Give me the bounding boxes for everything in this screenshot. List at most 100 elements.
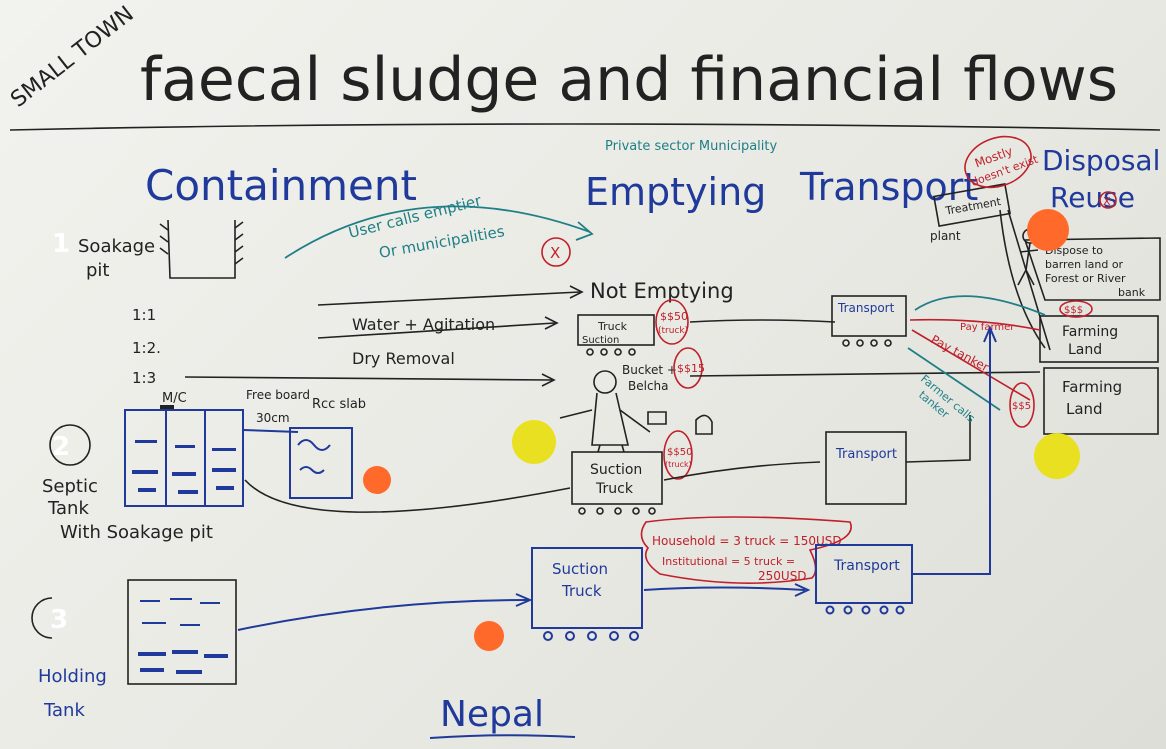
cost-suction-sub: (truck) bbox=[665, 460, 692, 469]
cost-sss-bubble bbox=[1059, 300, 1093, 318]
x-mark-circle bbox=[541, 237, 571, 267]
farming-land-1-box bbox=[1039, 315, 1159, 363]
disposal-x-circle bbox=[1099, 191, 1117, 209]
cost-bucket-bubble bbox=[673, 347, 703, 389]
septic-baffles-icon bbox=[165, 410, 206, 506]
soakage-pit-icon bbox=[167, 219, 236, 279]
row-number-3: 3 bbox=[50, 605, 68, 635]
suction-truck-2-wheels-icon bbox=[578, 507, 656, 515]
arrow-holding-to-suction bbox=[237, 599, 529, 631]
header-emptying: Emptying bbox=[585, 170, 766, 214]
transport-2-icon bbox=[825, 431, 907, 505]
disposal-x-text: X bbox=[1103, 195, 1111, 208]
pay-farmer-text: Pay farmer bbox=[960, 322, 1015, 333]
person-body-icon bbox=[1017, 242, 1039, 286]
user-calls-arrow bbox=[284, 205, 591, 259]
arrow-bucket-to-farm bbox=[689, 371, 1041, 377]
row-number-2: 2 bbox=[52, 432, 70, 462]
cost-suction-value: $$50 bbox=[667, 447, 692, 458]
small-truck-suction-label: Suction bbox=[582, 335, 619, 346]
yellow-dot-reuse bbox=[1034, 433, 1080, 479]
arrowhead-dry-removal-icon bbox=[541, 373, 556, 387]
farming-land-2-box bbox=[1043, 367, 1159, 435]
suction-truck-2-line2: Truck bbox=[595, 481, 634, 497]
row2-label-line3: With Soakage pit bbox=[60, 522, 213, 543]
transport-2-label: Transport bbox=[835, 447, 897, 462]
freeboard-label: Free board bbox=[246, 388, 310, 402]
freeboard-value: 30cm bbox=[256, 411, 290, 425]
teal-return-arrow bbox=[914, 295, 1046, 316]
water-agitation-text: Water + Agitation bbox=[352, 315, 495, 334]
arrow-not-emptying bbox=[317, 291, 581, 306]
suction-truck-3-line2: Truck bbox=[561, 582, 602, 600]
septic-mh-label: M/C bbox=[162, 391, 187, 406]
row1-label-line2: pit bbox=[86, 260, 109, 281]
soakage-pit-gravel-icon bbox=[297, 439, 331, 474]
header-containment: Containment bbox=[145, 161, 417, 210]
footer-location: Nepal bbox=[440, 694, 544, 735]
arrowhead-holding-icon bbox=[515, 593, 533, 607]
bucket-text: Bucket + bbox=[622, 363, 677, 377]
mostly-bubble bbox=[964, 135, 1032, 189]
small-truck-label: Truck bbox=[597, 320, 628, 333]
treatment-plant-box bbox=[933, 183, 1011, 227]
arrow-transport3-up bbox=[912, 330, 991, 575]
header-reuse: Reuse bbox=[1050, 181, 1135, 214]
ratio-2: 1:2. bbox=[132, 339, 161, 357]
suction-truck-3-wheels-icon bbox=[543, 631, 639, 641]
arrow-truck-to-transport bbox=[689, 319, 836, 323]
arrowhead-transport3-icon bbox=[983, 325, 997, 343]
cost-sss-value: $$$ bbox=[1064, 305, 1083, 316]
transport-3-label: Transport bbox=[833, 558, 900, 574]
row-number-1: 1 bbox=[52, 229, 70, 259]
arrow-septic-to-suction bbox=[244, 479, 571, 513]
small-truck-wheels-icon bbox=[586, 348, 636, 356]
corner-note: SMALL TOWN bbox=[6, 2, 138, 113]
pay-farmer-arrow bbox=[909, 318, 1041, 331]
transport-3-wheels-icon bbox=[825, 605, 905, 615]
septic-sludge-icon bbox=[132, 440, 236, 494]
worker-body-icon bbox=[559, 392, 651, 453]
row3-label-line2: Tank bbox=[43, 700, 85, 721]
arrowhead-water-agitation-icon bbox=[544, 316, 559, 330]
orange-dot-emptying bbox=[474, 621, 504, 651]
disposal-line2: barren land or bbox=[1045, 258, 1124, 271]
diagram-title: faecal sludge and financial flows bbox=[140, 45, 1118, 115]
row1-label-line1: Soakage bbox=[78, 236, 155, 257]
orange-dot-containment bbox=[363, 466, 391, 494]
soakage-pit-hatch-icon bbox=[159, 221, 244, 265]
transport-1-label: Transport bbox=[837, 301, 895, 315]
not-emptying-text: Not Emptying bbox=[590, 279, 734, 303]
cost-cloud-bubble bbox=[640, 516, 852, 584]
dry-removal-text: Dry Removal bbox=[352, 349, 455, 368]
disposal-line4: bank bbox=[1118, 286, 1146, 299]
row3-label-line1: Holding bbox=[38, 666, 107, 687]
header-emptying-note: Private sector Municipality bbox=[605, 139, 778, 154]
farmer-calls-arrow bbox=[907, 347, 1001, 411]
arrowhead-suction3-icon bbox=[794, 583, 811, 597]
arrow-water-agitation bbox=[317, 322, 556, 339]
x-mark-text: X bbox=[550, 244, 560, 262]
cost-ss5-bubble bbox=[1009, 382, 1035, 428]
footer-underline bbox=[429, 734, 576, 739]
holding-tank-sludge-icon bbox=[138, 598, 228, 674]
arrow-transport2-up bbox=[905, 415, 971, 463]
household-cost-text: Household = 3 truck = 150USD bbox=[652, 534, 842, 548]
holding-tank-icon bbox=[127, 579, 237, 685]
ratio-1: 1:1 bbox=[132, 306, 156, 324]
row2-label-line2: Tank bbox=[47, 498, 89, 519]
suction-truck-3-line1: Suction bbox=[552, 560, 608, 578]
cost-suction-bubble bbox=[663, 430, 693, 480]
belcha-text: Belcha bbox=[628, 379, 669, 393]
user-calls-arrowhead-icon bbox=[575, 221, 594, 241]
suction-truck-3-icon bbox=[531, 547, 643, 629]
cost-bucket-value: $$15 bbox=[677, 362, 705, 375]
arrow-dry-removal bbox=[184, 376, 553, 381]
arrow-treatment-to-farm bbox=[999, 209, 1051, 351]
manhole-cover-icon bbox=[160, 405, 174, 411]
septic-tank-icon bbox=[124, 409, 244, 507]
arrow-suction-to-transport-2 bbox=[663, 461, 821, 481]
suction-truck-2-line1: Suction bbox=[590, 462, 642, 478]
